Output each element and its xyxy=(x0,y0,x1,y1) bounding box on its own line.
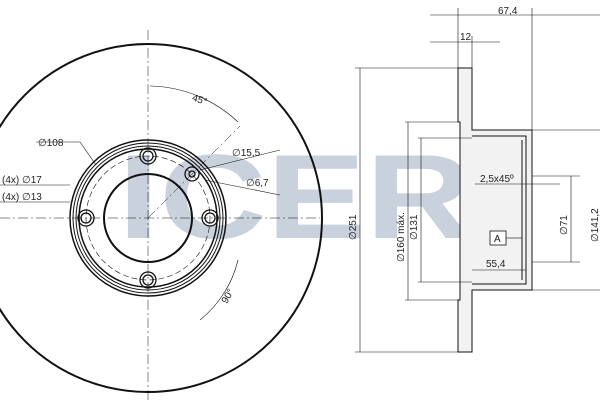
dia-131-label: ∅131 xyxy=(409,214,420,240)
dia-6-7-label: ∅6,7 xyxy=(246,178,269,189)
angle-90-label: 90° xyxy=(220,287,237,306)
dia-108-label: ∅108 xyxy=(38,138,64,149)
dia-15-5-label: ∅15,5 xyxy=(232,148,261,159)
front-view xyxy=(0,30,323,400)
dia-71-label: ∅71 xyxy=(559,215,570,235)
holes-13-label: (4x) ∅13 xyxy=(2,192,42,203)
thickness-label: 12 xyxy=(460,32,472,43)
side-view xyxy=(355,8,600,353)
dia-251-label: ∅251 xyxy=(348,214,359,240)
dia-160-label: ∅160 máx. xyxy=(396,212,407,262)
datum-a-label: A xyxy=(494,234,501,245)
depth-label: 55,4 xyxy=(486,259,506,270)
width-total-label: 67,4 xyxy=(498,6,518,17)
dia-141-label: ∅141,2 xyxy=(590,208,600,242)
holes-17-label: (4x) ∅17 xyxy=(2,175,42,186)
chamfer-label: 2,5x45º xyxy=(480,174,514,185)
angle-45-label: 45° xyxy=(190,93,208,109)
datum-a-box xyxy=(489,230,507,246)
